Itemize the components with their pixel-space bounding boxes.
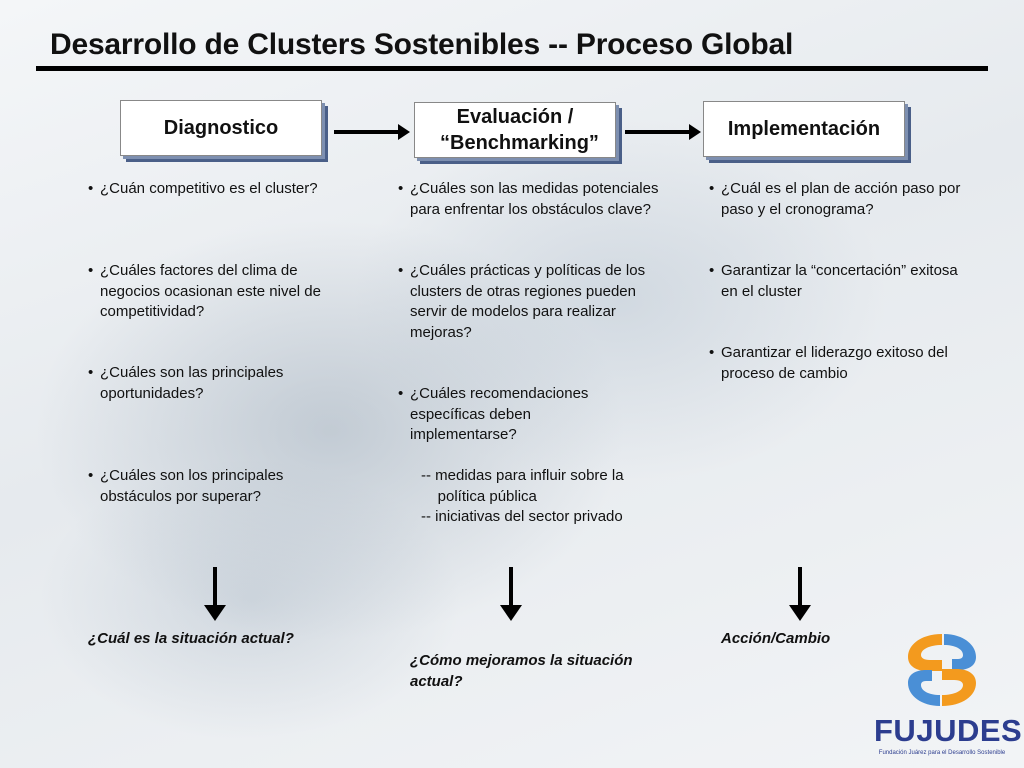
evaluacion-sub-item-2: -- iniciativas del sector privado	[421, 508, 623, 525]
evaluacion-question-2: ¿Cuáles prácticas y políticas de los clu…	[398, 261, 672, 343]
stage-label-evaluacion: Evaluación / “Benchmarking”	[440, 106, 599, 154]
down-arrow-implementacion	[789, 567, 811, 621]
down-arrow-diagnostico	[204, 567, 226, 621]
evaluacion-sub-item-1: -- medidas para influir sobre la polític…	[421, 467, 624, 505]
down-arrow-evaluacion	[500, 567, 522, 621]
implementacion-action-1: Garantizar la “concertación” exitosa en …	[709, 261, 961, 302]
arrow-evaluacion-to-implementacion	[625, 124, 701, 140]
outcome-evaluacion: ¿Cómo mejoramos la situación actual?	[410, 652, 633, 690]
evaluacion-question-3: ¿Cuáles recomendaciones específicas debe…	[398, 384, 640, 446]
fujudes-logo-mark	[908, 634, 976, 706]
implementacion-question-1: ¿Cuál es el plan de acción paso por paso…	[709, 179, 986, 220]
implementacion-action-2: Garantizar el liderazgo exitoso del proc…	[709, 343, 971, 384]
diagnostico-question-4: ¿Cuáles son los principales obstáculos p…	[88, 466, 340, 507]
diagnostico-question-1: ¿Cuán competitivo es el cluster?	[88, 179, 370, 200]
stage-box-implementacion: Implementación	[703, 101, 905, 157]
logo-tagline: Fundación Juárez para el Desarrollo Sost…	[878, 750, 1006, 756]
title-underline	[36, 66, 988, 71]
outcome-implementacion: Acción/Cambio	[721, 630, 831, 647]
fujudes-logo: FUJUDES Fundación Juárez para el Desarro…	[872, 630, 1023, 762]
slide-title: Desarrollo de Clusters Sostenibles -- Pr…	[50, 28, 794, 61]
outcome-diagnostico: ¿Cuál es la situación actual?	[88, 630, 294, 647]
stage-box-evaluacion: Evaluación / “Benchmarking”	[414, 102, 616, 158]
stage-box-diagnostico: Diagnostico	[120, 100, 322, 156]
diagnostico-question-3: ¿Cuáles son las principales oportunidade…	[88, 363, 340, 404]
arrow-diagnostico-to-evaluacion	[334, 124, 410, 140]
logo-wordmark: FUJUDES	[874, 713, 1023, 748]
evaluacion-question-1: ¿Cuáles son las medidas potenciales para…	[398, 179, 660, 220]
diagnostico-question-2: ¿Cuáles factores del clima de negocios o…	[88, 261, 350, 323]
